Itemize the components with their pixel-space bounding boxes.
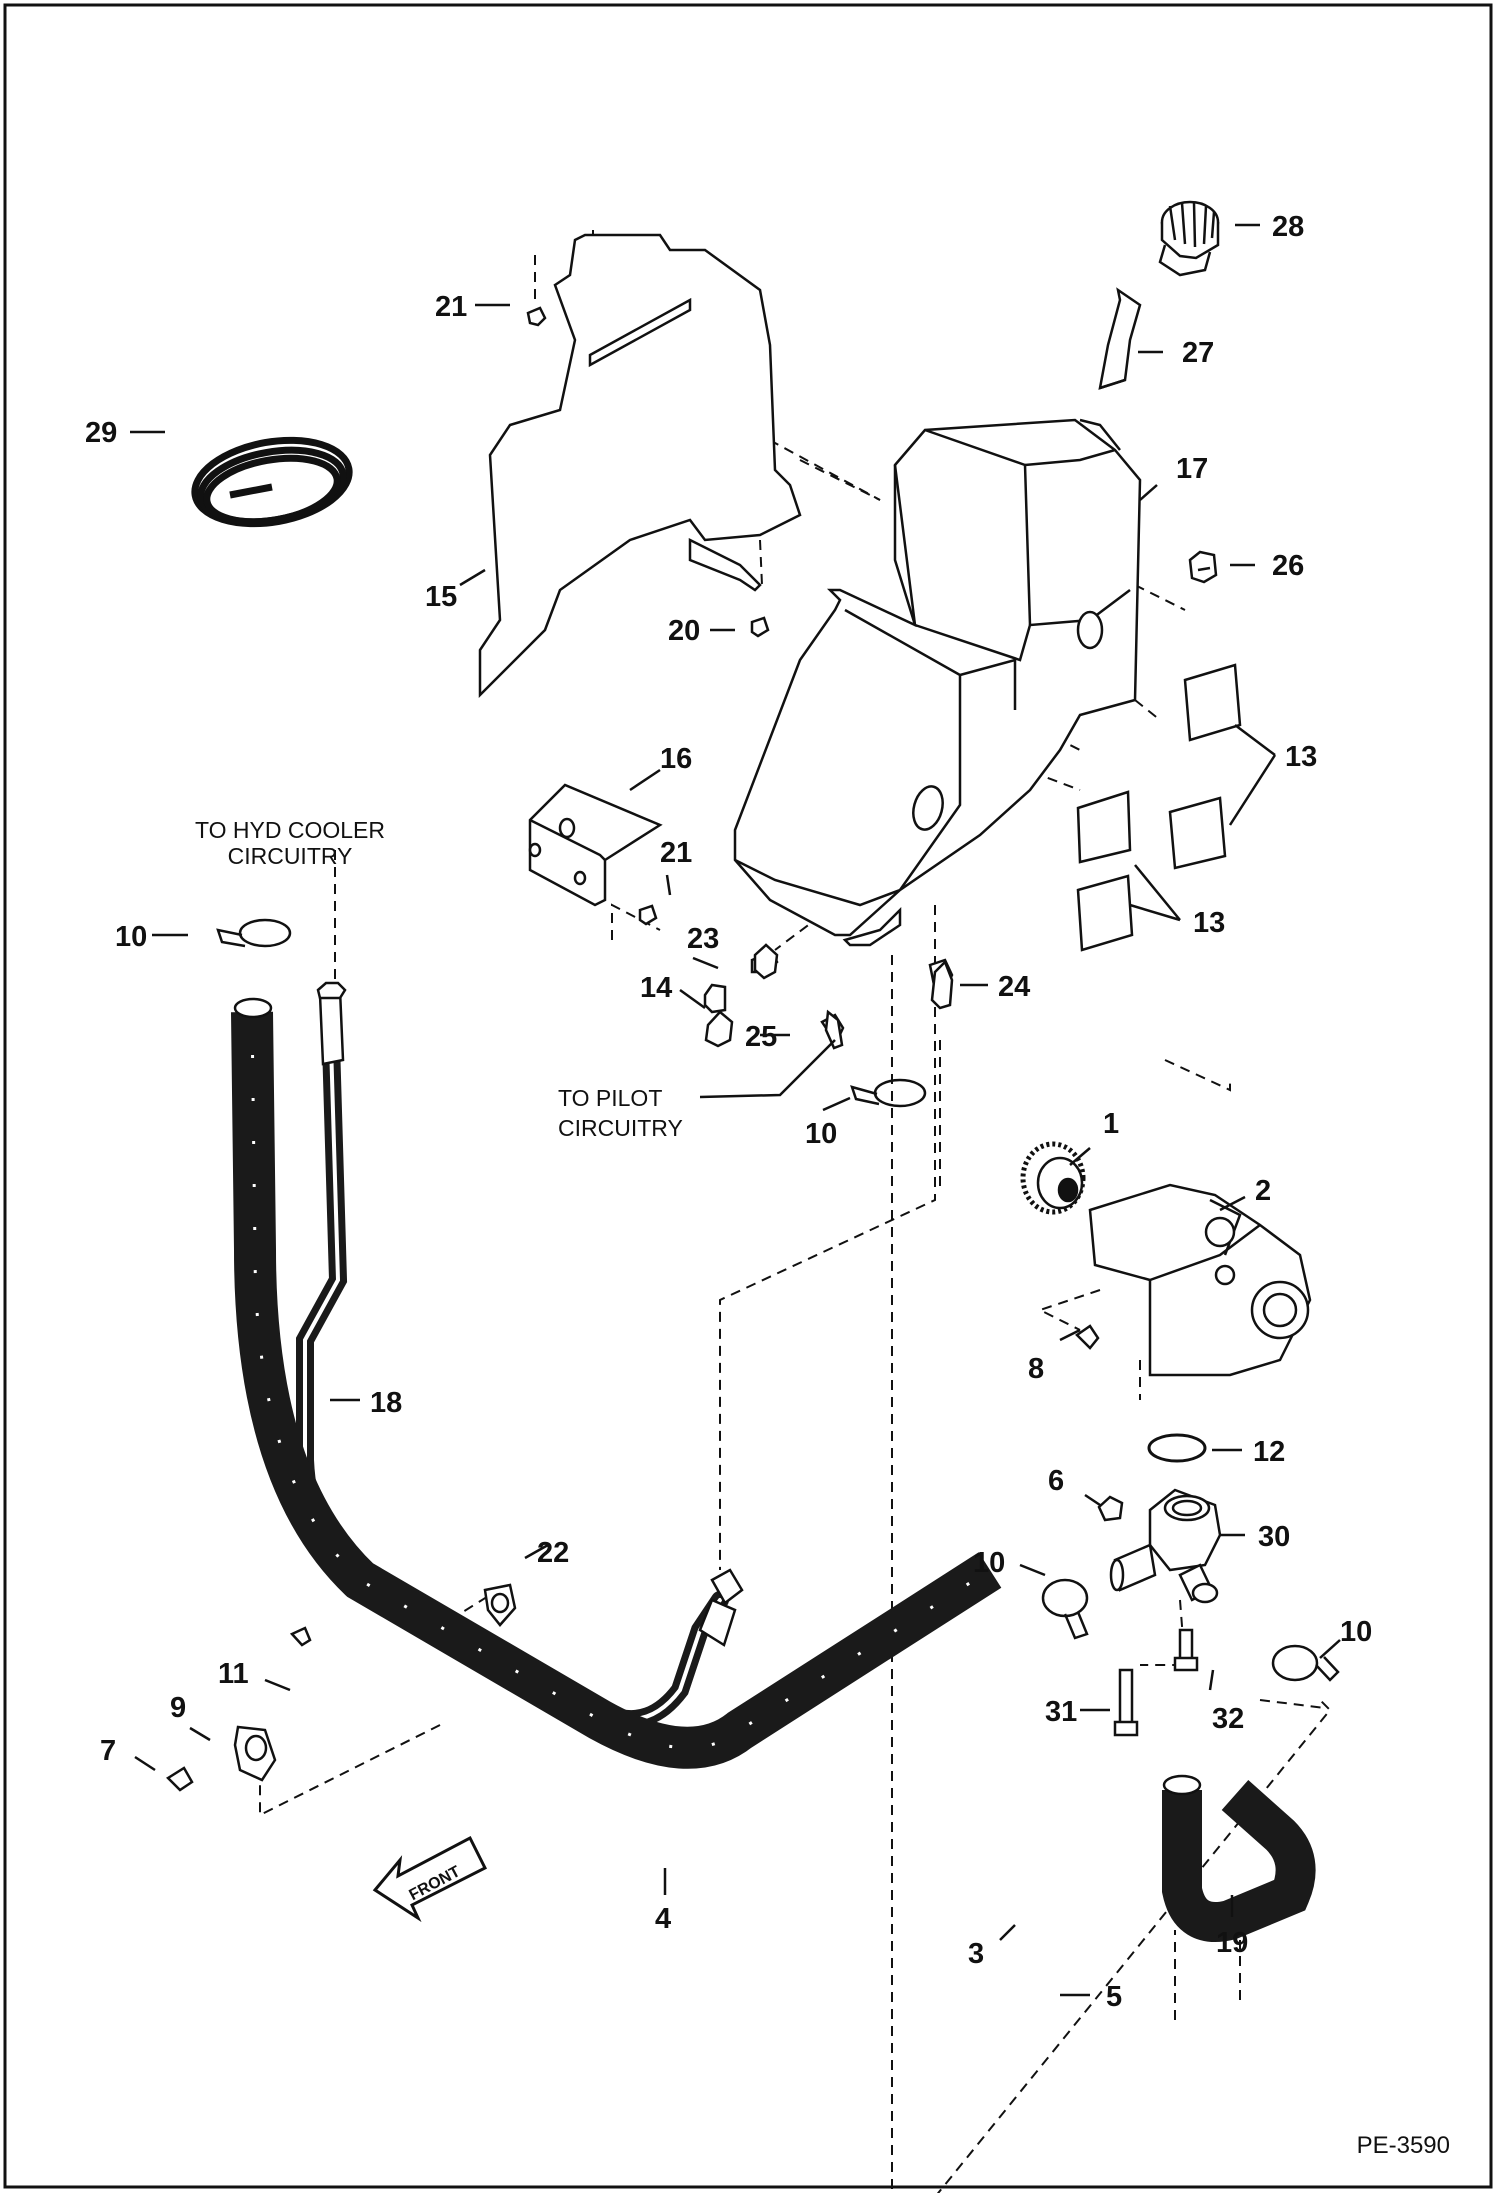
- drawing-code: PE-3590: [1357, 2132, 1450, 2159]
- bolts-31-32: [1113, 1628, 1199, 1737]
- callout-19: 19: [1216, 1927, 1248, 1959]
- note-pilot-line1: TO PILOT: [558, 1085, 662, 1111]
- front-arrow: FRONT: [372, 1835, 488, 1923]
- callout-16: 16: [660, 743, 692, 775]
- callout-20: 20: [668, 615, 700, 647]
- callout-29: 29: [85, 417, 117, 449]
- callout-28: 28: [1272, 211, 1304, 243]
- assembly-dashed-lines: [259, 230, 1332, 2198]
- reservoir-tank-17: [733, 418, 1142, 947]
- filler-cap-28: [1158, 200, 1220, 277]
- callout-27: 27: [1182, 337, 1214, 369]
- callout-21a: 21: [435, 291, 467, 323]
- callout-7: 7: [100, 1735, 116, 1767]
- hose-clamps-10: [216, 918, 1340, 1682]
- bracket-plate-15: [478, 233, 802, 699]
- callout-3: 3: [968, 1938, 984, 1970]
- callout-30: 30: [1258, 1521, 1290, 1553]
- plug-fitting-26: [1188, 550, 1218, 584]
- callout-10a: 10: [115, 921, 147, 953]
- note-pilot-line2: CIRCUITRY: [558, 1115, 683, 1141]
- callout-31: 31: [1045, 1696, 1077, 1728]
- callout-1: 1: [1103, 1108, 1119, 1140]
- callout-22: 22: [537, 1537, 569, 1569]
- callouts: 28 27 17 26 13 13 21 29 15 20 16 21 23 1…: [85, 211, 1372, 2013]
- callout-10c: 10: [973, 1547, 1005, 1579]
- bracket-16: [528, 783, 663, 907]
- suction-hose-4: [231, 1011, 1002, 1769]
- callout-23: 23: [687, 923, 719, 955]
- notes: TO HYD COOLER CIRCUITRY TO PILOT CIRCUIT…: [195, 817, 683, 1141]
- callout-26: 26: [1272, 550, 1304, 582]
- callout-8: 8: [1028, 1353, 1044, 1385]
- coiled-hose-29: [191, 436, 353, 528]
- callout-10b: 10: [805, 1118, 837, 1150]
- callout-13a: 13: [1285, 741, 1317, 773]
- hose-18-fittings: [316, 981, 744, 1647]
- mounting-pads-13: [1076, 663, 1242, 952]
- callout-18: 18: [370, 1387, 402, 1419]
- callout-5: 5: [1106, 1981, 1122, 2013]
- callout-25: 25: [745, 1021, 777, 1053]
- hose-clips: [233, 1583, 517, 1782]
- elbow-hose-19: [1162, 1774, 1316, 1942]
- callout-4: 4: [655, 1903, 671, 1935]
- callout-11: 11: [218, 1658, 249, 1690]
- pilot-line: [699, 1039, 836, 1099]
- callout-12: 12: [1253, 1436, 1285, 1468]
- callout-17: 17: [1176, 453, 1208, 485]
- callout-6: 6: [1048, 1465, 1064, 1497]
- hydraulic-pump-2: [1088, 1183, 1312, 1377]
- callout-14: 14: [640, 972, 672, 1004]
- callout-2: 2: [1255, 1175, 1271, 1207]
- callout-21b: 21: [660, 837, 692, 869]
- callout-10d: 10: [1340, 1616, 1372, 1648]
- fittings: [704, 943, 954, 1050]
- note-hyd-cooler-line2: CIRCUITRY: [228, 843, 353, 869]
- callout-32: 32: [1212, 1703, 1244, 1735]
- callout-9: 9: [170, 1692, 186, 1724]
- page-border: [3, 3, 1493, 2189]
- leader-lines: [130, 223, 1341, 1997]
- callout-24: 24: [998, 971, 1030, 1003]
- callout-15: 15: [425, 581, 457, 613]
- hose-4-end-top: [233, 997, 273, 1019]
- o-ring-12: [1147, 1433, 1207, 1463]
- callout-13b: 13: [1193, 907, 1225, 939]
- inlet-fitting-30: [1109, 1488, 1222, 1604]
- note-hyd-cooler-line1: TO HYD COOLER: [195, 817, 385, 843]
- breather-tube-27: [1098, 287, 1142, 390]
- drive-gear-1: [1020, 1141, 1086, 1215]
